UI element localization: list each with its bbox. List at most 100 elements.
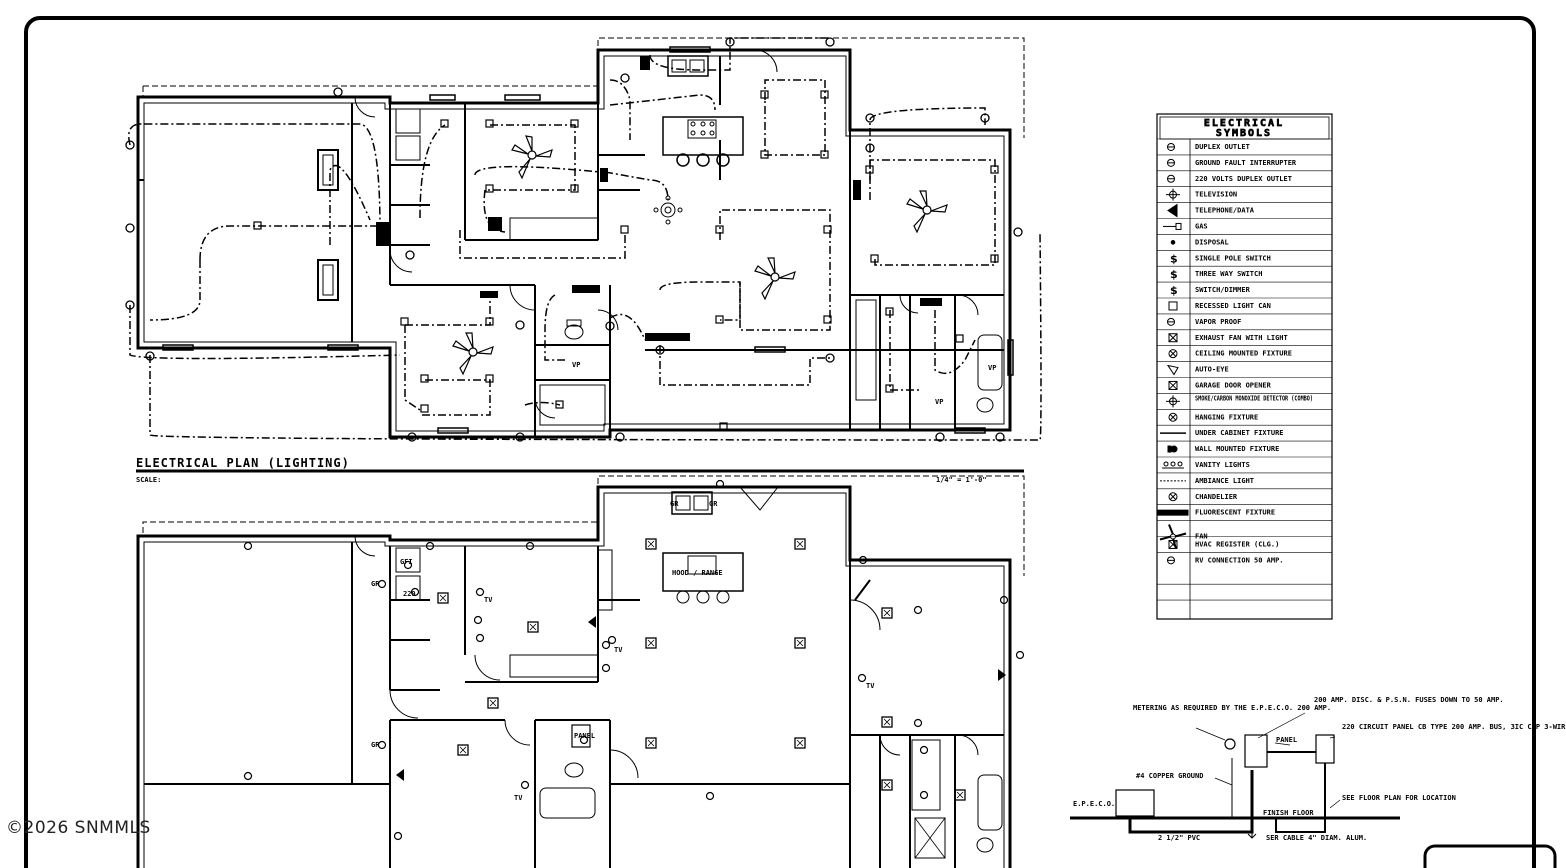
legend-row-hanging-fixture: HANGING FIXTURE — [1157, 408, 1332, 422]
vapor-proof-icon — [1167, 317, 1175, 326]
metering-note: METERING AS REQUIRED BY THE E.P.E.C.O. 2… — [1133, 704, 1331, 712]
legend-row-garage-opener: GARAGE DOOR OPENER — [1157, 377, 1332, 390]
legend-label: SMOKE/CARBON MONOXIDE DETECTOR (COMBO) — [1195, 394, 1313, 402]
legend-label: CHANDELIER — [1195, 493, 1238, 501]
tv-label-3: TV — [866, 682, 875, 690]
legend-row-vapor-proof: VAPOR PROOF — [1157, 313, 1332, 326]
floor-plan-note: SEE FLOOR PLAN FOR LOCATION — [1342, 794, 1456, 802]
service-entrance-detail — [1070, 712, 1400, 839]
telephone-data-jacks[interactable] — [396, 616, 1006, 781]
gas-icon — [1163, 222, 1182, 230]
bathtub — [977, 334, 1003, 391]
legend-label: RECESSED LIGHT CAN — [1195, 302, 1271, 310]
legend-row-exhaust-fan: EXHAUST FAN WITH LIGHT — [1157, 329, 1332, 343]
legend-row-three-way-switch: $THREE WAY SWITCH — [1157, 265, 1332, 281]
lighting-plan — [125, 37, 1042, 442]
ceiling-fan-2 — [452, 332, 494, 376]
svg-text:$: $ — [1170, 284, 1178, 297]
legend-label: UNDER CABINET FIXTURE — [1195, 429, 1284, 437]
220-outlet-icon — [1167, 174, 1175, 183]
legend-label: CEILING MOUNTED FIXTURE — [1195, 350, 1292, 358]
legend-row-rv-connection: RV CONNECTION 50 AMP. — [1157, 552, 1332, 565]
legend-label: AMBIANCE LIGHT — [1195, 477, 1254, 485]
legend-row-ceiling-fixture: CEILING MOUNTED FIXTURE — [1157, 345, 1332, 359]
svg-text:$: $ — [1170, 268, 1178, 281]
legend-row-disposal: DISPOSAL — [1157, 234, 1332, 246]
ser-cable-label: SER CABLE 4" DIAM. ALUM. — [1266, 834, 1367, 842]
power-outlets — [243, 479, 1025, 841]
watermark: ©2026 SNMMLS — [6, 818, 151, 838]
garage-opener-icon — [1168, 380, 1178, 390]
metering-note-text: METERING AS REQUIRED BY THE E.P.E.C.O. 2… — [1133, 704, 1331, 712]
legend-row-telephone-data: TELEPHONE/DATA — [1157, 202, 1332, 218]
finish-floor-label: FINISH FLOOR — [1263, 809, 1314, 817]
legend-row-television: TELEVISION — [1157, 186, 1332, 201]
legend-label: GROUND FAULT INTERRUPTER — [1195, 159, 1297, 167]
gfi-outlet-icon — [1167, 158, 1175, 167]
vp-label-3: VP — [935, 398, 943, 406]
switch-clusters — [376, 56, 942, 341]
legend-label: VAPOR PROOF — [1195, 318, 1241, 326]
220-label: 220 — [403, 590, 416, 598]
legend-label: GAS — [1195, 222, 1208, 230]
power-plan — [136, 475, 1025, 868]
epeco-label: E.P.E.C.O. — [1073, 800, 1115, 808]
legend-label: TELEVISION — [1195, 191, 1237, 199]
legend-row-under-cabinet: UNDER CABINET FIXTURE — [1157, 424, 1332, 437]
legend-title-2: SYMBOLS — [1216, 128, 1272, 139]
pvc-label: 2 1/2" PVC — [1158, 834, 1200, 842]
legend-row-fluorescent: FLUORESCENT FIXTURE — [1157, 504, 1332, 517]
legend-row-ambiance-light: AMBIANCE LIGHT — [1157, 472, 1332, 485]
hanging-fixture-icon — [1168, 412, 1178, 422]
legend-row-hvac-register: HVAC REGISTER (CLG.) — [1157, 536, 1332, 549]
legend-label: RV CONNECTION 50 AMP. — [1195, 556, 1284, 564]
switch-dimmer-icon: $ — [1170, 284, 1178, 297]
fluorescent-fixture-1 — [317, 149, 339, 191]
legend-row-chandelier: CHANDELIER — [1157, 488, 1332, 502]
ceiling-fixture-icon — [1168, 349, 1178, 359]
wall-fixture-icon — [1167, 445, 1178, 453]
tv-label-4: TV — [514, 794, 523, 802]
telephone-data-icon — [1167, 203, 1178, 218]
hvac-registers — [437, 538, 966, 801]
vp-label-2: VP — [988, 364, 996, 372]
fluorescent-fixture-2 — [317, 259, 339, 301]
legend-title-1: ELECTRICAL — [1204, 118, 1284, 129]
exterior-walls — [136, 48, 1012, 439]
legend-label: HVAC REGISTER (CLG.) — [1195, 540, 1279, 548]
auto-eye-icon — [1166, 364, 1179, 376]
legend-label: 220 VOLTS DUPLEX OUTLET — [1195, 175, 1292, 183]
legend-row-gfi-outlet: GROUND FAULT INTERRUPTER — [1157, 154, 1332, 167]
circuit-note-text: 220 CIRCUIT PANEL CB TYPE 200 AMP. BUS, … — [1342, 723, 1566, 731]
legend-label: GARAGE DOOR OPENER — [1195, 381, 1272, 389]
fluorescent-icon — [1157, 509, 1189, 516]
tv-label-2: TV — [614, 646, 623, 654]
gfi-label: GFI — [400, 558, 413, 566]
kitchen-island — [662, 116, 744, 156]
legend-label: FLUORESCENT FIXTURE — [1195, 509, 1275, 517]
rv-connection-icon — [1167, 556, 1175, 565]
legend-label: HANGING FIXTURE — [1195, 413, 1258, 421]
legend-row-gas: GAS — [1157, 218, 1332, 230]
legend-row-vanity-lights: VANITY LIGHTS — [1157, 456, 1332, 469]
svg-text:$: $ — [1170, 252, 1178, 265]
legend-row-smoke-detector: SMOKE/CARBON MONOXIDE DETECTOR (COMBO) — [1157, 393, 1332, 408]
ground-label: #4 COPPER GROUND — [1136, 772, 1203, 780]
sheet-title-block-corner — [1423, 844, 1557, 868]
exterior-walls-lower — [136, 485, 1012, 868]
lighting-plan-title: ELECTRICAL PLAN (LIGHTING) — [136, 456, 350, 470]
single-pole-switch-icon: $ — [1170, 252, 1178, 265]
gr-label-1: GR — [670, 500, 679, 508]
ceiling-fixtures — [253, 90, 999, 431]
panel-label-lower: PANEL — [574, 732, 595, 740]
disposal-icon — [1170, 240, 1176, 245]
hvac-register-icon — [1168, 539, 1178, 549]
duplex-outlets — [125, 37, 1023, 442]
disc-note: 200 AMP. DISC. & P.S.N. FUSES DOWN TO 50… — [1314, 696, 1504, 704]
electrical-panel-lower — [571, 724, 591, 748]
panel-label: PANEL — [1276, 736, 1297, 744]
legend-label: AUTO-EYE — [1195, 366, 1229, 374]
disc-note-text: 200 AMP. DISC. & P.S.N. FUSES DOWN TO 50… — [1314, 696, 1504, 704]
legend-label: DISPOSAL — [1195, 238, 1229, 246]
